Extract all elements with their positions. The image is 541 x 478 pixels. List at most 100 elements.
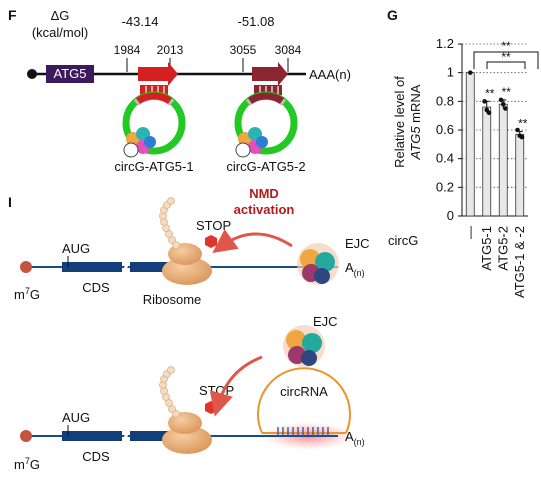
ylabel-line-1: Relative level of xyxy=(392,76,407,168)
data-point xyxy=(519,134,525,140)
pos-1a: 1984 xyxy=(114,43,141,57)
dg-label: ΔG xyxy=(51,8,70,23)
cap-sup: 7 xyxy=(25,286,30,296)
tail-a-2: A xyxy=(345,429,354,444)
cds-break-2 xyxy=(120,427,132,445)
ejc-top xyxy=(297,243,339,285)
circ-2-site xyxy=(248,92,284,104)
tail-bottom: A(n) xyxy=(345,429,365,447)
data-point xyxy=(486,110,492,116)
data-point xyxy=(482,99,487,104)
atg5-box xyxy=(46,65,94,83)
peptide-chain-top xyxy=(159,197,180,249)
aug-label-2: AUG xyxy=(62,410,90,425)
pos-1b: 2013 xyxy=(157,43,184,57)
panel-g-letter: G xyxy=(387,7,398,23)
nmd-line-1: NMD xyxy=(249,186,279,201)
tail-top: A(n) xyxy=(345,260,365,278)
data-point xyxy=(467,70,473,75)
site-2-pair xyxy=(254,85,282,95)
sig-mid: ** xyxy=(501,50,511,64)
cds-block-2 xyxy=(130,262,168,272)
circrna-label: circRNA xyxy=(280,384,328,399)
bar xyxy=(498,103,508,217)
sig-label: ** xyxy=(502,85,512,99)
cap-top xyxy=(20,261,32,273)
panel-i-letter: I xyxy=(8,194,12,210)
circ-1-site xyxy=(136,92,172,104)
ylabel-rest: mRNA xyxy=(408,84,423,126)
y-tick-label: 0.2 xyxy=(436,179,454,194)
data-point xyxy=(503,106,508,111)
peptide-chain-bottom xyxy=(159,366,180,418)
bracket-top xyxy=(473,51,539,69)
dg-unit: (kcal/mol) xyxy=(32,25,88,40)
polya-label: AAA(n) xyxy=(309,67,351,82)
site-1-arrow xyxy=(138,62,178,86)
g-axis: 0 0.2 0.4 0.6 0.8 1 1.2 xyxy=(436,36,528,223)
y-tick-label: 0.4 xyxy=(436,151,454,166)
ejc-label-top: EJC xyxy=(345,236,370,251)
cds-label-2: CDS xyxy=(82,449,110,464)
sig-label: ** xyxy=(518,116,528,130)
cap-label-2: m7G xyxy=(14,456,40,472)
y-tick-label: 1 xyxy=(447,65,454,80)
dg-value-2: -51.08 xyxy=(238,14,275,29)
cds-block-1 xyxy=(62,262,122,272)
bracket-mid xyxy=(486,61,526,69)
cap-bottom xyxy=(20,430,32,442)
circrna-pairing xyxy=(277,427,329,436)
cap-label: m7G xyxy=(14,286,40,302)
cap-sup-2: 7 xyxy=(25,456,30,466)
panel-g: G Relative level of ATG5 mRNA 0 0.2 0.4 0.6… xyxy=(387,7,539,298)
stop-label-top: STOP xyxy=(196,218,231,233)
cds-break xyxy=(120,258,132,276)
panel-f-letter: F xyxy=(8,7,17,23)
ejc-bottom xyxy=(283,325,325,367)
cap-m-2: m xyxy=(14,457,25,472)
ejc-small-2 xyxy=(235,127,268,158)
cds-label: CDS xyxy=(82,280,110,295)
row-label-circg: circG xyxy=(388,233,418,248)
ylabel-gene: ATG5 xyxy=(408,126,423,161)
y-tick-label: 0.8 xyxy=(436,93,454,108)
bar xyxy=(465,72,475,217)
y-tick-label: 0 xyxy=(447,208,454,223)
g-bars: ****** xyxy=(465,70,528,217)
ribosome-label: Ribosome xyxy=(143,292,202,307)
x-tick-label: ATG5-1 xyxy=(479,226,494,271)
aug-label: AUG xyxy=(62,241,90,256)
nmd-line-2: activation xyxy=(234,202,295,217)
panel-i: I NMD activation AUG CDS m7G STOP Riboso… xyxy=(8,186,370,472)
tail-a: A xyxy=(345,260,354,275)
ejc-small-1 xyxy=(123,127,156,158)
x-tick-label: — xyxy=(462,226,477,239)
circ-2-label: circG-ATG5-2 xyxy=(226,159,305,174)
gene-label: ATG5 xyxy=(54,66,87,81)
site-1-pair xyxy=(140,85,168,95)
y-tick-label: 0.6 xyxy=(436,122,454,137)
pos-2a: 3055 xyxy=(230,43,257,57)
tail-n-2: (n) xyxy=(354,437,365,447)
stop-label-bottom: STOP xyxy=(199,383,234,398)
cap-g: G xyxy=(30,287,40,302)
y-tick-label: 1.2 xyxy=(436,36,454,51)
tail-n: (n) xyxy=(354,268,365,278)
stop-hexagon-top xyxy=(205,235,217,248)
x-tick-label: ATG5-1 & -2 xyxy=(512,226,527,298)
inhibit-arrow xyxy=(209,355,263,417)
data-point xyxy=(498,97,504,103)
data-point xyxy=(500,101,506,107)
data-point xyxy=(515,127,520,133)
circ-1-label: circG-ATG5-1 xyxy=(114,159,193,174)
ribosome-large xyxy=(162,257,212,285)
cds-block-4 xyxy=(130,431,168,441)
x-tick-label: ATG5-2 xyxy=(495,226,510,271)
cds-block-3 xyxy=(62,431,122,441)
cap-g-2: G xyxy=(30,457,40,472)
bar xyxy=(515,133,525,217)
sig-top: ** xyxy=(501,39,511,53)
site-2-arrow xyxy=(252,62,288,86)
